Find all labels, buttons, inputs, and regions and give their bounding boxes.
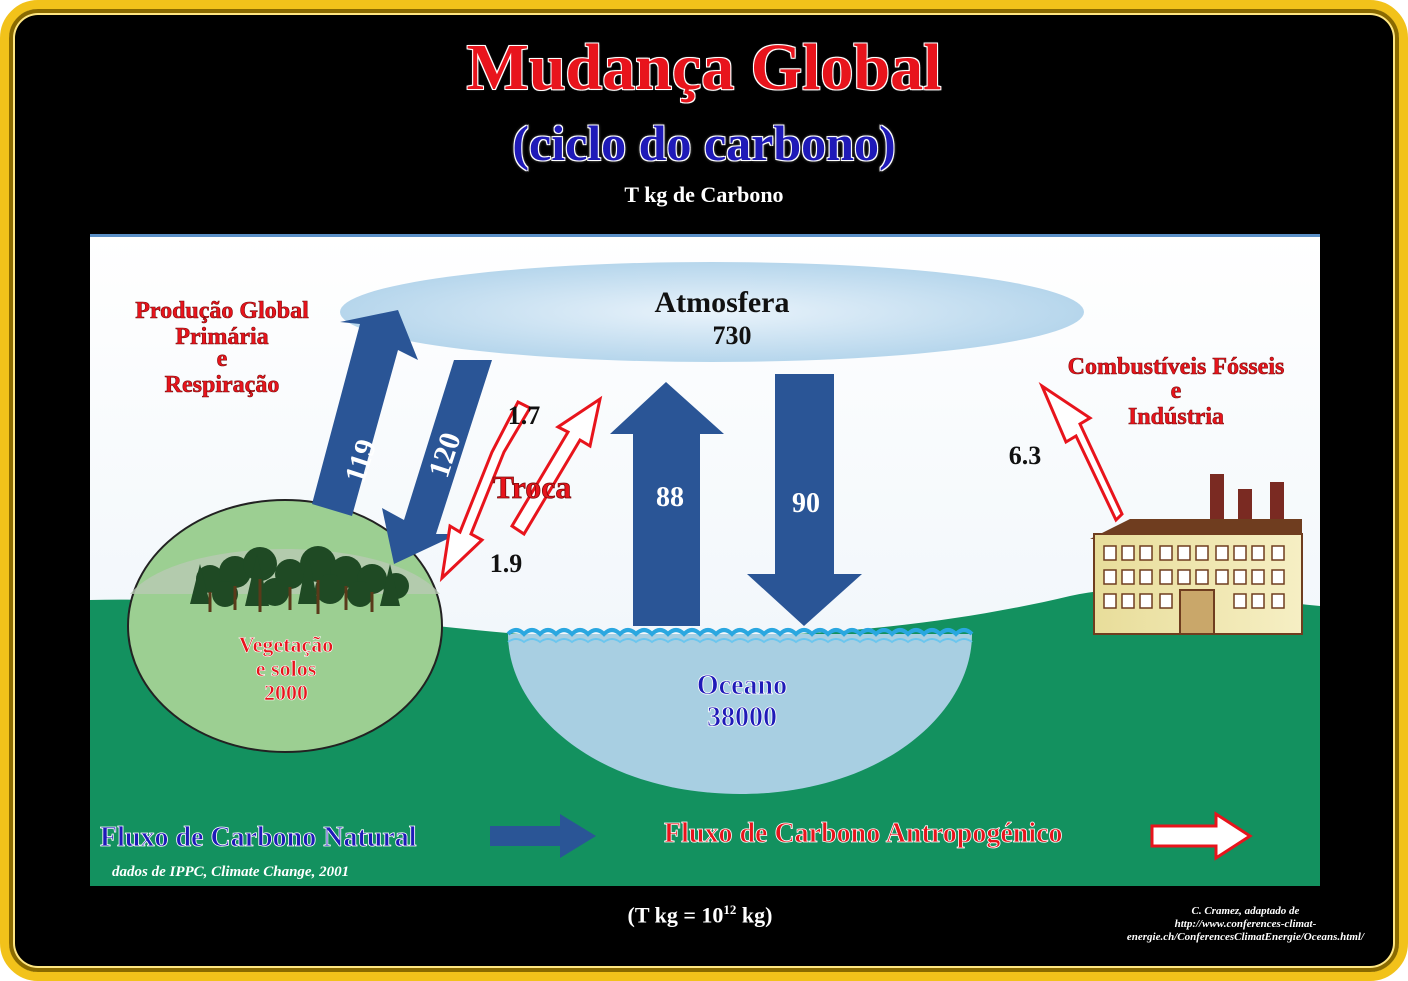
arrow-ocean-down <box>747 374 862 626</box>
arrow-vegetation-up <box>312 310 418 516</box>
credit-line1: C. Cramez, adaptado de <box>1191 905 1300 917</box>
arrow-vegetation-down <box>382 360 492 564</box>
legend-anthropogenic-arrow <box>1150 811 1253 861</box>
fossil-line2: e <box>1171 378 1182 404</box>
flux-ocean-up: 88 <box>656 482 684 513</box>
ocean-label: Oceano <box>697 670 787 701</box>
atmosphere-label: Atmosfera <box>655 286 790 319</box>
page-subtitle: (ciclo do carbono) <box>512 115 896 171</box>
production-line3: e <box>217 346 228 372</box>
legend-natural-arrow <box>490 814 596 858</box>
vegetation-line2: e solos <box>256 656 317 681</box>
flux-ocean-down: 90 <box>792 488 820 519</box>
legend-anthropogenic-label: Fluxo de Carbono Antropogénico <box>664 818 1063 849</box>
arrow-ocean-up <box>610 382 724 626</box>
credit-line3: energie.ch/ConferencesClimatEnergie/Ocea… <box>1126 931 1364 943</box>
carbon-cycle-diagram: Atmosfera 730 Produção Global Primária e… <box>90 234 1320 886</box>
ocean-value: 38000 <box>707 702 777 733</box>
exchange-label: Troca <box>493 469 572 505</box>
formula-suffix: kg) <box>736 902 773 928</box>
ocean-basin <box>508 634 972 794</box>
credit-line2: http://www.conferences-climat- <box>1174 918 1317 930</box>
production-line2: Primária <box>175 324 268 350</box>
production-line4: Respiração <box>165 372 280 398</box>
formula-exponent: 12 <box>723 902 737 917</box>
formula-prefix: (T kg = 10 <box>627 902 724 928</box>
atmosphere-cloud <box>340 262 1084 362</box>
fossil-line3: Indústria <box>1128 404 1224 430</box>
vegetation-line1: Vegetação <box>239 632 334 657</box>
vegetation-value: 2000 <box>264 680 308 705</box>
flux-exchange-down: 1.9 <box>490 549 523 578</box>
unit-formula: (T kg = 1012 kg) <box>520 902 880 928</box>
unit-label: T kg de Carbono <box>624 182 784 207</box>
credit: C. Cramez, adaptado de http://www.confer… <box>1127 905 1364 944</box>
arrow-exchange-up <box>509 395 603 537</box>
ocean-waves <box>506 628 974 637</box>
forest-icon <box>190 546 409 607</box>
arrow-fossil <box>1038 381 1124 523</box>
data-source: dados de IPPC, Climate Change, 2001 <box>112 864 349 880</box>
flux-exchange-up: 1.7 <box>508 401 541 430</box>
atmosphere-value: 730 <box>713 321 752 350</box>
page-title: Mudança Global <box>466 31 942 104</box>
arrow-exchange-down <box>439 399 533 583</box>
factory-icon <box>1090 474 1303 635</box>
flux-fossil: 6.3 <box>1009 441 1042 470</box>
vegetation-ellipse <box>127 499 443 753</box>
fossil-line1: Combustíveis Fósseis <box>1068 354 1285 380</box>
production-line1: Produção Global <box>135 298 309 324</box>
legend-natural-label: Fluxo de Carbono Natural <box>100 822 417 853</box>
